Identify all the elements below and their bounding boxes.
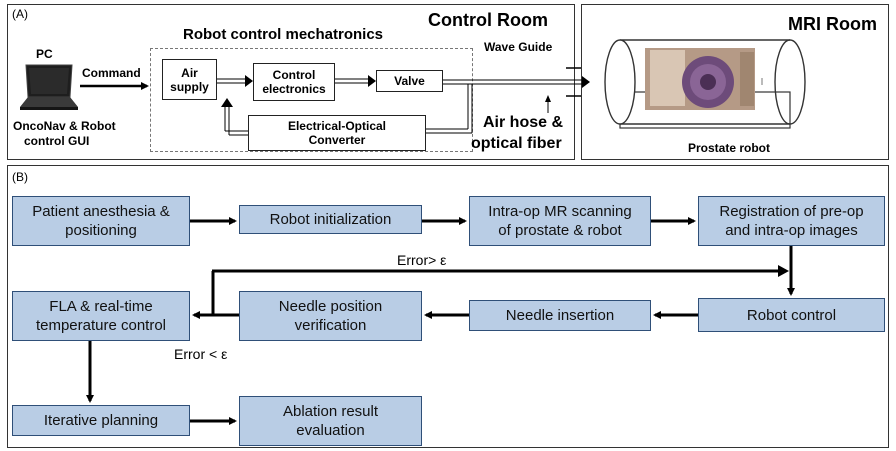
robot-control-label: Robot control (746, 306, 837, 324)
wave-guide-label: Wave Guide (484, 40, 553, 54)
air-supply-to-electronics-arrow (217, 75, 253, 87)
wave-guide-marker (545, 67, 581, 113)
ablation-result-evaluation-box: Ablation result evaluation (239, 396, 422, 446)
gui-label-line1: OncoNav & Robot (13, 119, 116, 133)
air-hose-label-line1: Air hose & (483, 114, 564, 131)
panel-a-label: (A) (12, 7, 28, 21)
panel-a-control-room-frame (7, 4, 575, 160)
error-greater-label: Error> ε (397, 252, 447, 268)
registration-line2: and intra-op images (725, 222, 858, 239)
iterative-planning-label: Iterative planning (43, 412, 159, 429)
error-feedback-loop-arrow (211, 265, 789, 315)
patient-line2: positioning (65, 222, 137, 239)
mri-room-title: MRI Room (788, 14, 877, 34)
air-hose-label-line2: optical fiber (471, 135, 562, 152)
intraop-line1: Intra-op MR scanning (488, 203, 632, 220)
patient-anesthesia-box: Patient anesthesia & positioning (12, 196, 190, 246)
gui-label-line2: control GUI (24, 134, 90, 148)
robot-control-mechatronics-title: Robot control mechatronics (183, 26, 384, 43)
air-supply-line2: supply (170, 79, 209, 94)
robot-control-box: Robot control (698, 298, 885, 332)
iterative-planning-box: Iterative planning (12, 405, 190, 436)
panel-b-label: (B) (12, 170, 28, 184)
electronics-to-valve-arrow (335, 75, 376, 87)
registration-line1: Registration of pre-op (719, 203, 864, 220)
panel-a-mri-room-frame (581, 4, 889, 160)
needle-verif-line1: Needle position (278, 298, 383, 315)
control-room-title: Control Room (428, 10, 548, 30)
control-electronics-line1: Control (272, 68, 316, 82)
prostate-robot-label: Prostate robot (688, 141, 771, 155)
needle-insertion-box: Needle insertion (469, 300, 651, 331)
pc-label: PC (36, 47, 53, 61)
mri-scanner-illustration (590, 30, 815, 142)
error-less-label: Error < ε (174, 346, 228, 362)
needle-position-verification-box: Needle position verification (239, 291, 422, 341)
converter-line2: Converter (308, 133, 366, 147)
fla-line2: temperature control (35, 317, 167, 334)
ablation-line2: evaluation (296, 422, 365, 439)
intraop-mr-scanning-box: Intra-op MR scanning of prostate & robot (469, 196, 651, 246)
valve-box: Valve (376, 70, 443, 92)
command-label: Command (82, 66, 141, 80)
registration-box: Registration of pre-op and intra-op image… (698, 196, 885, 246)
robot-init-label: Robot initialization (269, 211, 392, 228)
panel-b-frame (7, 165, 889, 448)
needle-verif-line2: verification (294, 317, 367, 334)
ablation-line1: Ablation result (282, 403, 379, 420)
needle-insertion-label: Needle insertion (505, 307, 615, 324)
fla-line1: FLA & real-time (49, 298, 153, 315)
laptop-icon (20, 63, 78, 111)
control-electronics-line2: electronics (262, 82, 326, 96)
converter-line1: Electrical-Optical (287, 119, 387, 133)
converter-to-air-supply-feedback (221, 98, 248, 136)
converter-to-hose-lines (426, 84, 473, 134)
intraop-line2: of prostate & robot (498, 222, 622, 239)
patient-line1: Patient anesthesia & (32, 203, 170, 220)
air-supply-line1: Air (181, 65, 198, 80)
valve-to-mri-hose (443, 76, 590, 88)
fla-temperature-control-box: FLA & real-time temperature control (12, 291, 190, 341)
valve-label: Valve (394, 74, 425, 88)
robot-initialization-box: Robot initialization (239, 205, 422, 234)
